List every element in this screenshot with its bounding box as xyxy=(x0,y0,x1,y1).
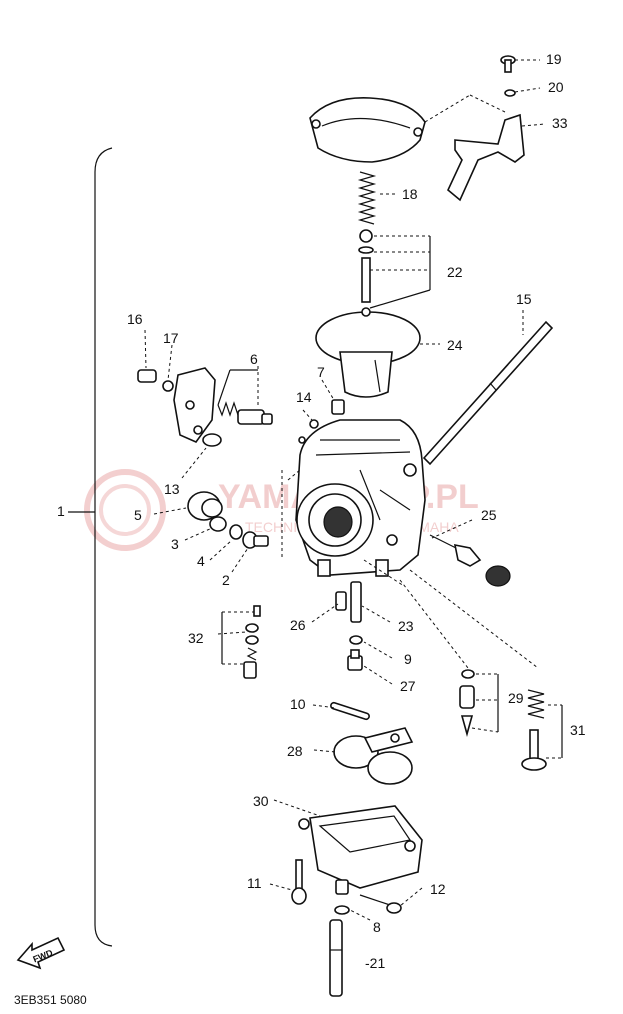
starter-plunger-6 xyxy=(217,401,273,425)
leader-lines xyxy=(144,59,563,921)
pipe-15 xyxy=(422,320,554,466)
label-10: 10 xyxy=(290,696,306,712)
label-30: 30 xyxy=(253,793,269,809)
needle-jet-23 xyxy=(350,581,362,623)
label-17: 17 xyxy=(163,330,179,346)
label-4: 4 xyxy=(197,553,205,569)
label-18: 18 xyxy=(402,186,418,202)
spring-18 xyxy=(357,171,377,225)
label-1: 1 xyxy=(57,503,65,519)
needle-valve-29 xyxy=(459,669,475,737)
main-jet-27 xyxy=(347,649,363,671)
part-labels: 1 2 3 4 5 6 7 8 9 10 11 12 13 14 15 16 1… xyxy=(57,51,586,971)
top-cover xyxy=(309,97,426,163)
float-pin-10 xyxy=(330,701,370,721)
screw-12 xyxy=(359,894,402,914)
label-33: 33 xyxy=(552,115,568,131)
part-14 xyxy=(309,419,319,429)
label-26: 26 xyxy=(290,617,306,633)
label-8: 8 xyxy=(373,919,381,935)
washer-8 xyxy=(334,905,350,915)
label-13: 13 xyxy=(164,481,180,497)
washer-20 xyxy=(504,89,516,97)
label-28: 28 xyxy=(287,743,303,759)
label-14: 14 xyxy=(296,389,312,405)
washer-3 xyxy=(209,516,227,532)
screw-11 xyxy=(291,859,307,905)
label-11: 11 xyxy=(247,875,262,891)
label-32: 32 xyxy=(188,630,204,646)
part-7 xyxy=(331,399,345,415)
label-23: 23 xyxy=(398,618,414,634)
assembly-bracket xyxy=(94,147,113,947)
label-12: 12 xyxy=(430,881,446,897)
label-29: 29 xyxy=(508,690,524,706)
label-20: 20 xyxy=(548,79,564,95)
seal-5 xyxy=(187,491,223,521)
watermark-logo xyxy=(84,469,166,551)
pilot-screw-set-32 xyxy=(243,605,261,679)
label-7: 7 xyxy=(317,364,325,380)
float-28 xyxy=(333,727,414,785)
label-24: 24 xyxy=(447,337,463,353)
carburetor-body xyxy=(295,419,426,577)
label-9: 9 xyxy=(404,651,412,667)
diagram-code: 3EB351 5080 xyxy=(14,993,87,1007)
label-15: 15 xyxy=(516,291,532,307)
drain-hose-21 xyxy=(329,919,343,997)
jet-needle-22 xyxy=(358,229,374,303)
label-22: 22 xyxy=(447,264,463,280)
label-16: 16 xyxy=(127,311,143,327)
label-21: -21 xyxy=(365,955,385,971)
washer-9 xyxy=(349,635,363,645)
label-19: 19 xyxy=(546,51,562,67)
float-bowl-30 xyxy=(298,805,423,895)
screw-19 xyxy=(500,55,516,73)
label-3: 3 xyxy=(171,536,179,552)
diaphragm-piston-24 xyxy=(315,307,421,398)
label-5: 5 xyxy=(134,507,142,523)
label-6: 6 xyxy=(250,351,258,367)
screw-2 xyxy=(242,531,269,549)
fwd-arrow-icon: FWD xyxy=(16,936,66,970)
bracket-33 xyxy=(447,113,525,202)
starter-cover-16 xyxy=(137,367,222,447)
throttle-screw-25 xyxy=(429,534,511,587)
ring-4 xyxy=(229,524,243,540)
jet-26 xyxy=(335,591,347,611)
label-31: 31 xyxy=(570,722,586,738)
label-2: 2 xyxy=(222,572,230,588)
label-25: 25 xyxy=(481,507,497,523)
label-27: 27 xyxy=(400,678,416,694)
screw-spring-31 xyxy=(521,689,547,771)
